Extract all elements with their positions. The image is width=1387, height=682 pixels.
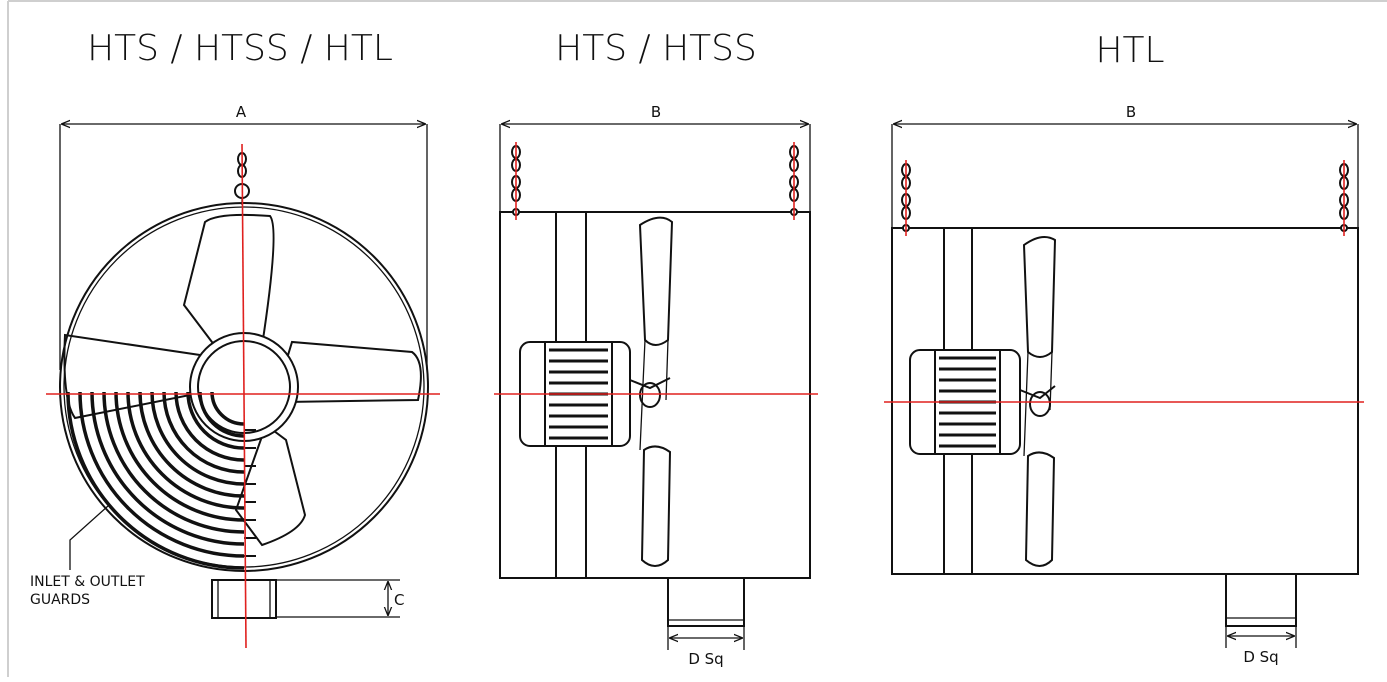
side-long-housing bbox=[891, 227, 1359, 575]
dim-b-short-label: B bbox=[651, 103, 661, 121]
fan-blade-right bbox=[280, 340, 422, 404]
dim-d-long-label: D Sq bbox=[1243, 648, 1278, 666]
side-long-chain-right bbox=[1339, 160, 1349, 236]
side-short-blade-edge bbox=[639, 339, 669, 451]
fan-blade-top bbox=[182, 213, 275, 352]
side-long-blade-edge bbox=[1023, 351, 1053, 457]
front-vertical-centerline bbox=[241, 143, 247, 649]
guards-callout-line1: INLET & OUTLET bbox=[30, 574, 145, 590]
side-long-spigot bbox=[1225, 573, 1297, 627]
dim-d-short-label: D Sq bbox=[688, 650, 723, 668]
side-long-blade-upper bbox=[1022, 235, 1057, 358]
dim-c-label: C bbox=[394, 591, 404, 609]
side-short-chain-right bbox=[789, 142, 799, 220]
side-long-view-title: HTL bbox=[1095, 30, 1164, 71]
side-long-blade-lower bbox=[1024, 451, 1056, 567]
side-short-view: B bbox=[494, 103, 818, 668]
guards-callout-line2: GUARDS bbox=[30, 592, 90, 608]
side-short-shaft-hub bbox=[629, 377, 671, 408]
front-view: A bbox=[30, 103, 440, 649]
front-view-title: HTS / HTSS / HTL bbox=[87, 28, 393, 69]
side-long-view: B bbox=[884, 103, 1364, 666]
fan-blade-left bbox=[63, 333, 201, 420]
side-short-spigot bbox=[667, 577, 745, 627]
guard-arcs bbox=[66, 391, 245, 570]
guards-leader-line bbox=[69, 505, 109, 570]
side-short-housing bbox=[499, 211, 811, 579]
side-long-chain-left bbox=[901, 160, 911, 236]
fan-blade-bottom bbox=[234, 423, 307, 547]
side-short-blade-lower bbox=[640, 445, 672, 567]
guard-radial-ticks bbox=[244, 429, 256, 557]
dim-a-label: A bbox=[236, 103, 247, 121]
side-short-chain-left bbox=[511, 142, 521, 220]
front-spigot bbox=[211, 579, 277, 619]
fan-housing bbox=[59, 202, 429, 572]
dim-b-long-label: B bbox=[1126, 103, 1136, 121]
side-short-view-title: HTS / HTSS bbox=[555, 28, 757, 69]
side-short-blade-upper bbox=[638, 216, 674, 346]
